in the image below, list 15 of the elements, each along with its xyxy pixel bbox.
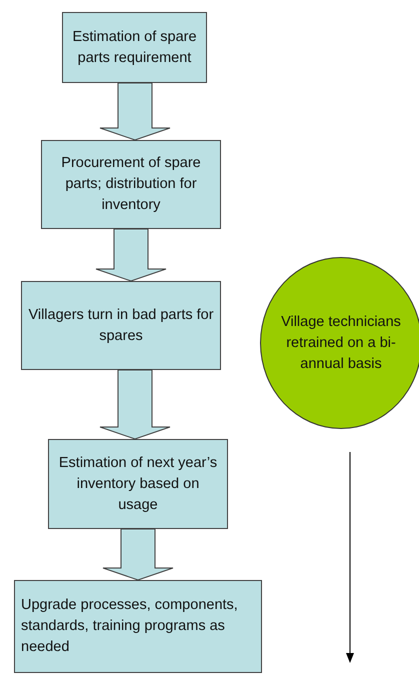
process-box [41, 140, 221, 229]
process-box [21, 281, 221, 370]
block-arrow [100, 370, 170, 440]
block-arrow [102, 528, 174, 581]
process-box [48, 439, 228, 529]
node-text: Upgrade processes, components, standards, training programs as needed [21, 596, 239, 657]
process-box [62, 12, 207, 83]
block-arrow [100, 82, 170, 141]
node-text: Estimation of spare parts requirement [71, 28, 198, 68]
node-text: Village technicians retrained on a bi-annual basis [280, 312, 402, 374]
node-text: Villagers turn in bad parts for spares [28, 306, 214, 346]
block-arrow [96, 228, 166, 282]
node-text: Estimation of next year’s inventory based on usage [58, 454, 218, 514]
process-box [14, 580, 262, 673]
node-text: Procurement of spare parts; distribution for inventory [60, 154, 202, 215]
